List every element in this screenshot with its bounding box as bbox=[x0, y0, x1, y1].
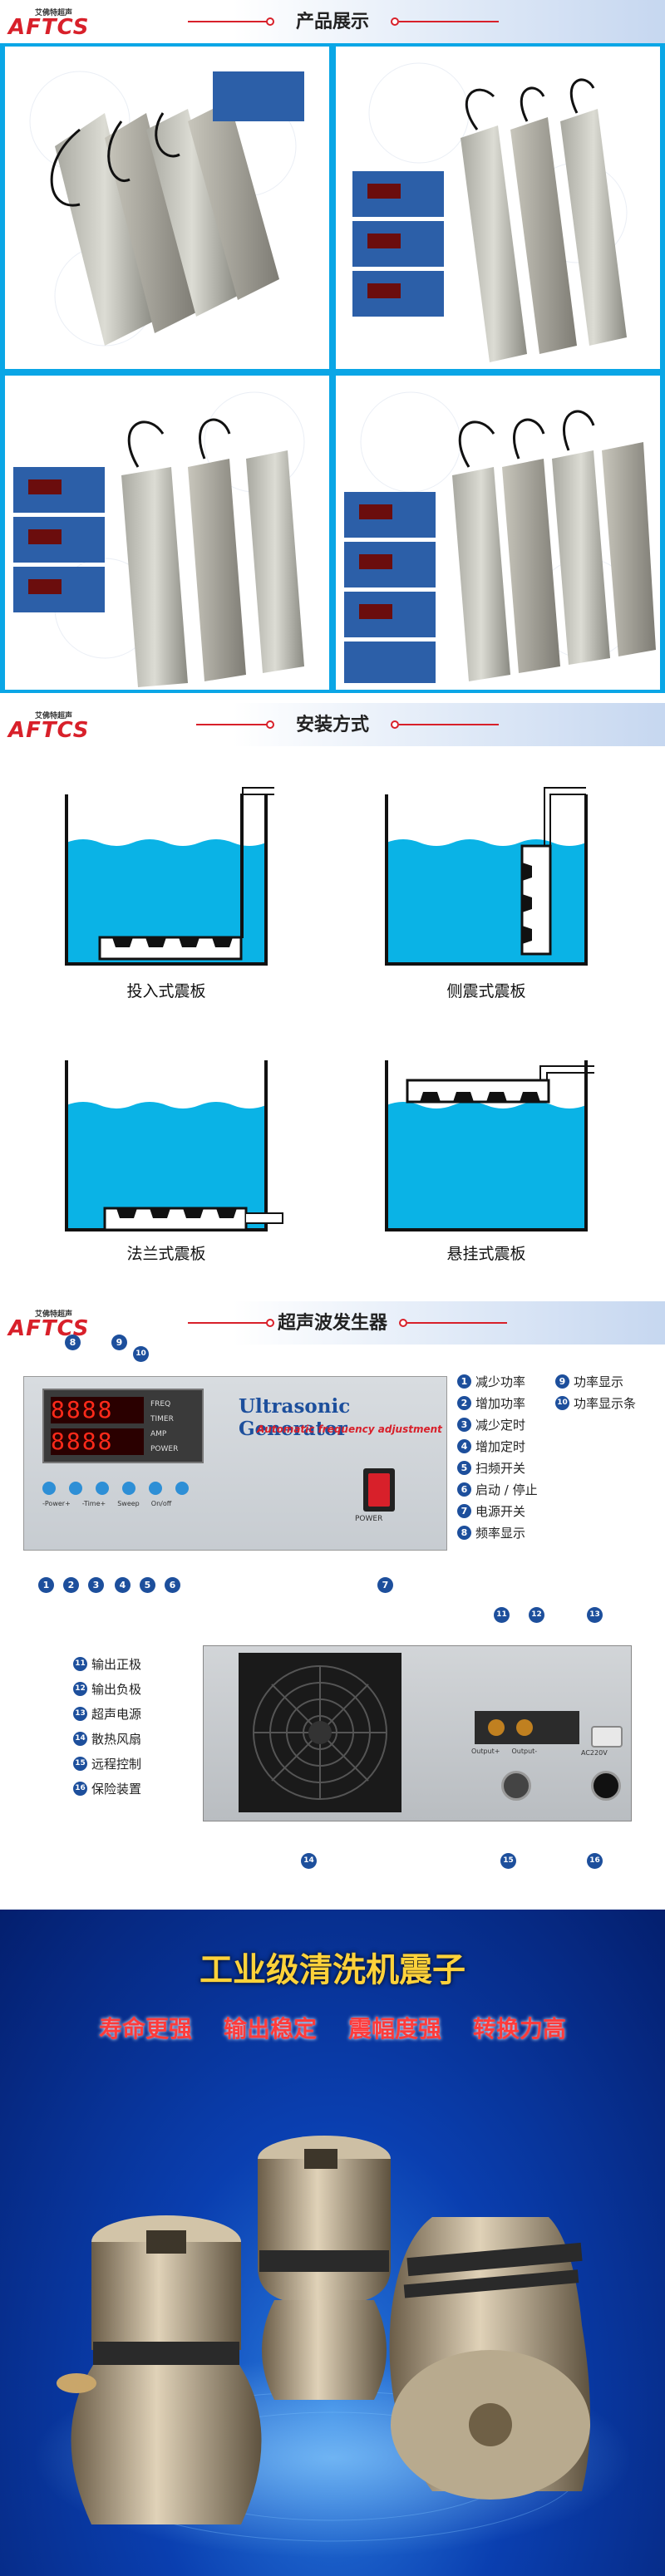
increase-power-button[interactable] bbox=[69, 1482, 82, 1495]
promo-features: 寿命更强 输出稳定 震幅度强 转换力高 bbox=[0, 2011, 665, 2044]
transducer-left bbox=[57, 2215, 262, 2524]
cooling-fan bbox=[239, 1653, 401, 1812]
product-photo-2 bbox=[336, 47, 660, 369]
power-readout: 8888 bbox=[51, 1428, 144, 1455]
product-photo-1 bbox=[5, 47, 329, 369]
section-banner-products: 艾佛特超声 AFTCS 产品展示 bbox=[0, 0, 665, 43]
decrease-power-button[interactable] bbox=[42, 1482, 56, 1495]
marker-9: 9 bbox=[111, 1335, 127, 1350]
brand-logo: 艾佛特超声 AFTCS bbox=[8, 1310, 90, 1341]
tank-flange bbox=[65, 1060, 283, 1231]
transducer-right bbox=[389, 2217, 590, 2500]
tank-immersion bbox=[65, 787, 274, 966]
generator-brand: Ultrasonic Generator bbox=[239, 1395, 351, 1440]
feature-1: 寿命更强 bbox=[98, 2015, 192, 2043]
promo-title: 工业级清洗机震子 bbox=[200, 1950, 466, 1989]
product-photo-3 bbox=[5, 376, 329, 690]
install-diagrams bbox=[65, 787, 594, 1231]
sweep-button[interactable] bbox=[149, 1482, 162, 1495]
ac-power-socket[interactable] bbox=[591, 1726, 623, 1748]
increase-time-button[interactable] bbox=[122, 1482, 135, 1495]
install-caption-2: 侧震式震板 bbox=[446, 982, 526, 1000]
section-title-generator: 超声波发生器 bbox=[277, 1313, 387, 1334]
product-gallery bbox=[0, 43, 665, 693]
section-banner-generator: 艾佛特超声 AFTCS 超声波发生器 bbox=[0, 1301, 665, 1345]
control-buttons bbox=[42, 1482, 189, 1495]
remote-control-port[interactable] bbox=[501, 1771, 531, 1801]
generator-rear-panel: Output+ Output- AC220V bbox=[203, 1645, 632, 1821]
feature-4: 转换力高 bbox=[473, 2015, 567, 2043]
tank-hanging bbox=[385, 1060, 594, 1231]
transducer-back bbox=[258, 2136, 391, 2400]
marker-10: 10 bbox=[133, 1346, 149, 1362]
output-positive-terminal[interactable] bbox=[488, 1719, 505, 1736]
section-title-install: 安装方式 bbox=[295, 715, 369, 735]
transducer-promo: 工业级清洗机震子 寿命更强 输出稳定 震幅度强 转换力高 bbox=[0, 1910, 665, 2576]
transducer-illustration bbox=[33, 2136, 632, 2558]
brand-logo: 艾佛特超声 AFTCS bbox=[8, 9, 90, 40]
frequency-readout: 8888 bbox=[51, 1397, 144, 1423]
tank-side bbox=[385, 787, 588, 966]
feature-3: 震幅度强 bbox=[348, 2015, 442, 2043]
output-terminal bbox=[475, 1711, 579, 1744]
decrease-time-button[interactable] bbox=[96, 1482, 109, 1495]
on-off-button[interactable] bbox=[175, 1482, 189, 1495]
digital-display: 8888 8888 FREQ TIMER AMP POWER bbox=[42, 1389, 204, 1463]
output-negative-terminal[interactable] bbox=[516, 1719, 533, 1736]
brand-logo: 艾佛特超声 AFTCS bbox=[8, 712, 90, 743]
section-banner-install: 艾佛特超声 AFTCS 安装方式 bbox=[0, 703, 665, 746]
generator-front-panel: 8888 8888 FREQ TIMER AMP POWER Ultrasoni… bbox=[23, 1376, 447, 1551]
product-photo-4 bbox=[336, 376, 660, 690]
install-caption-1: 投入式震板 bbox=[126, 982, 206, 1000]
generator-subtitle: Automatic frequency adjustment bbox=[257, 1423, 442, 1435]
section-title-products: 产品展示 bbox=[295, 12, 369, 32]
feature-2: 输出稳定 bbox=[223, 2015, 317, 2043]
install-caption-4: 悬挂式震板 bbox=[446, 1245, 526, 1263]
marker-8: 8 bbox=[65, 1335, 81, 1350]
install-caption-3: 法兰式震板 bbox=[126, 1245, 206, 1263]
power-switch[interactable] bbox=[363, 1468, 395, 1512]
fuse-holder[interactable] bbox=[591, 1771, 621, 1801]
